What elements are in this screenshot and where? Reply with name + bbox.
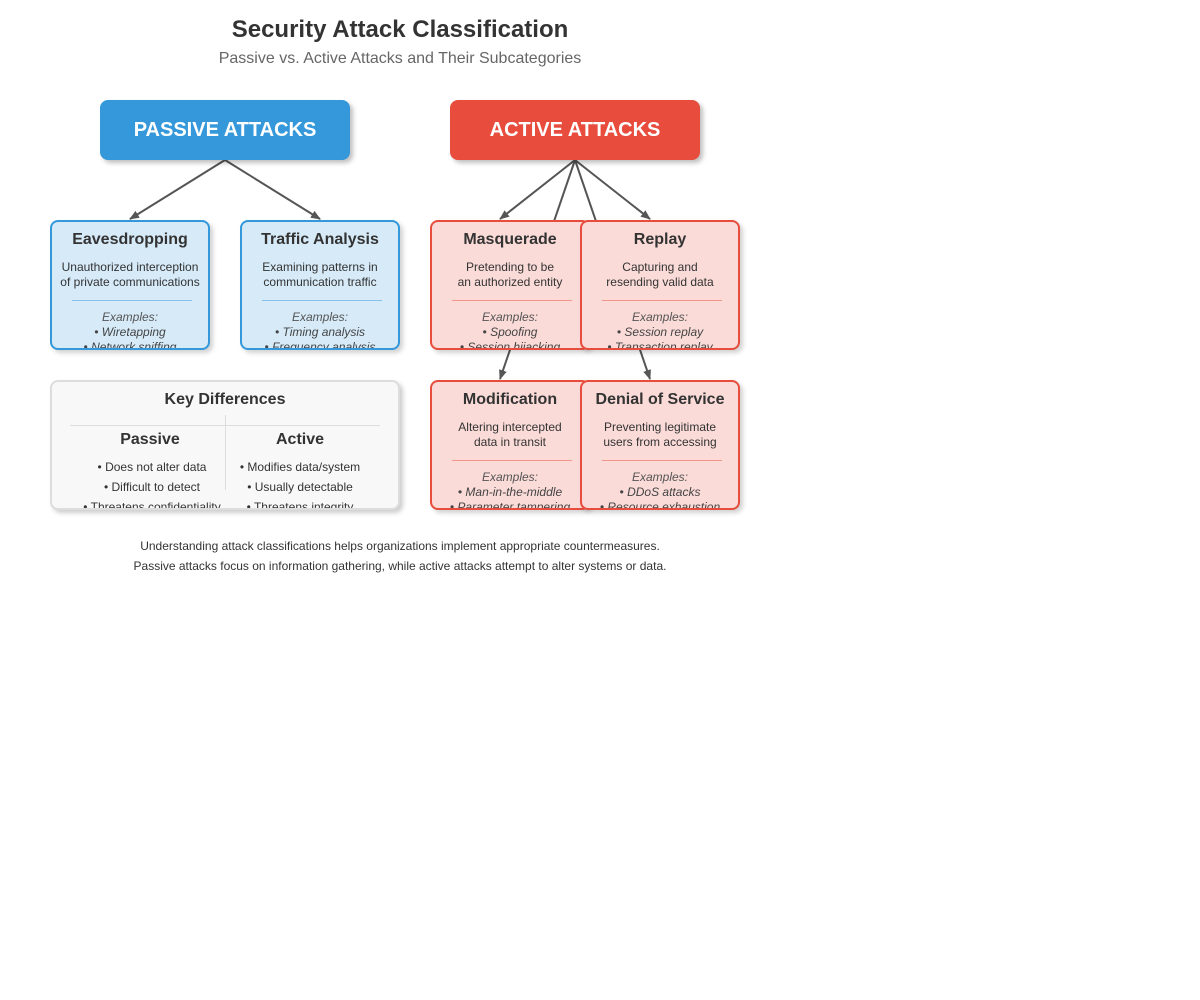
arrow-active-to-replay [574, 159, 651, 220]
passive-attacks-header: PASSIVE ATTACKS [100, 100, 350, 160]
passive-difference-item: • Difficult to detect [103, 480, 201, 494]
passive-difference-item: • Does not alter data [97, 460, 207, 474]
key-differences-panel: Key Differences Passive Active • Does no… [50, 380, 400, 510]
card-description: Preventing legitimate users from accessi… [582, 420, 738, 450]
example-item: • Man-in-the-middle [457, 485, 563, 499]
card-title: Traffic Analysis [261, 231, 379, 248]
footer-note: Understanding attack classifications hel… [140, 539, 660, 553]
card-eavesdropping: Eavesdropping Unauthorized interception … [50, 220, 210, 350]
example-item: • Wiretapping [94, 325, 166, 339]
active-column-heading: Active [275, 431, 325, 448]
passive-column-heading: Passive [120, 431, 180, 448]
card-divider [452, 460, 572, 461]
card-desc-line: resending valid data [606, 275, 714, 289]
active-attacks-header: ACTIVE ATTACKS [450, 100, 700, 160]
example-item: • Frequency analysis [264, 340, 376, 350]
card-desc-line: users from accessing [603, 435, 717, 449]
active-difference-item: • Threatens integrity [246, 500, 354, 510]
passive-difference-item: • Threatens confidentiality [83, 500, 221, 510]
card-title: Denial of Service [595, 391, 725, 408]
card-description: Unauthorized interception of private com… [52, 260, 208, 290]
card-desc-line: Unauthorized interception [61, 260, 199, 274]
arrow-passive-to-traffic-analysis [224, 159, 321, 220]
active-difference-item: • Usually detectable [247, 480, 353, 494]
example-item: • Network sniffing [83, 340, 177, 350]
diagram-title: Security Attack Classification [231, 16, 569, 43]
examples-label: Examples: [481, 310, 539, 324]
card-title: Replay [633, 231, 687, 248]
card-divider [602, 460, 722, 461]
arrow-passive-to-eavesdropping [129, 159, 226, 220]
key-differences-column-divider [225, 415, 226, 490]
examples-label: Examples: [481, 470, 539, 484]
card-desc-line: of private communications [60, 275, 200, 289]
card-traffic-analysis: Traffic Analysis Examining patterns in c… [240, 220, 400, 350]
examples-label: Examples: [101, 310, 159, 324]
key-differences-title: Key Differences [164, 391, 286, 408]
card-divider [452, 300, 572, 301]
card-desc-line: data in transit [473, 435, 547, 449]
examples-label: Examples: [291, 310, 349, 324]
example-item: • Timing analysis [274, 325, 366, 339]
card-divider [262, 300, 382, 301]
arrow-active-to-masquerade [499, 159, 576, 220]
card-description: Examining patterns in communication traf… [242, 260, 398, 290]
card-denial-of-service: Denial of Service Preventing legitimate … [580, 380, 740, 510]
card-desc-line: Examining patterns in [262, 260, 378, 274]
footer-note: Passive attacks focus on information gat… [133, 559, 667, 573]
card-replay: Replay Capturing and resending valid dat… [580, 220, 740, 350]
card-description: Pretending to be an authorized entity [432, 260, 588, 290]
card-desc-line: communication traffic [263, 275, 377, 289]
example-item: • Resource exhaustion [599, 500, 721, 510]
card-masquerade: Masquerade Pretending to be an authorize… [430, 220, 590, 350]
diagram-subtitle: Passive vs. Active Attacks and Their Sub… [218, 50, 582, 67]
card-title: Eavesdropping [72, 231, 188, 248]
card-divider [72, 300, 192, 301]
active-difference-item: • Modifies data/system [239, 460, 361, 474]
card-description: Capturing and resending valid data [582, 260, 738, 290]
card-desc-line: Altering intercepted [458, 420, 562, 434]
example-item: • DDoS attacks [619, 485, 701, 499]
card-desc-line: Capturing and [622, 260, 698, 274]
example-item: • Parameter tampering [449, 500, 571, 510]
card-title: Modification [462, 391, 558, 408]
card-desc-line: Preventing legitimate [603, 420, 717, 434]
card-desc-line: an authorized entity [457, 275, 563, 289]
card-modification: Modification Altering intercepted data i… [430, 380, 590, 510]
example-item: • Session hijacking [459, 340, 561, 350]
example-item: • Spoofing [482, 325, 538, 339]
card-divider [602, 300, 722, 301]
card-description: Altering intercepted data in transit [432, 420, 588, 450]
example-item: • Transaction replay [607, 340, 713, 350]
example-item: • Session replay [616, 325, 704, 339]
card-title: Masquerade [463, 231, 557, 248]
examples-label: Examples: [631, 310, 689, 324]
examples-label: Examples: [631, 470, 689, 484]
card-desc-line: Pretending to be [465, 260, 555, 274]
